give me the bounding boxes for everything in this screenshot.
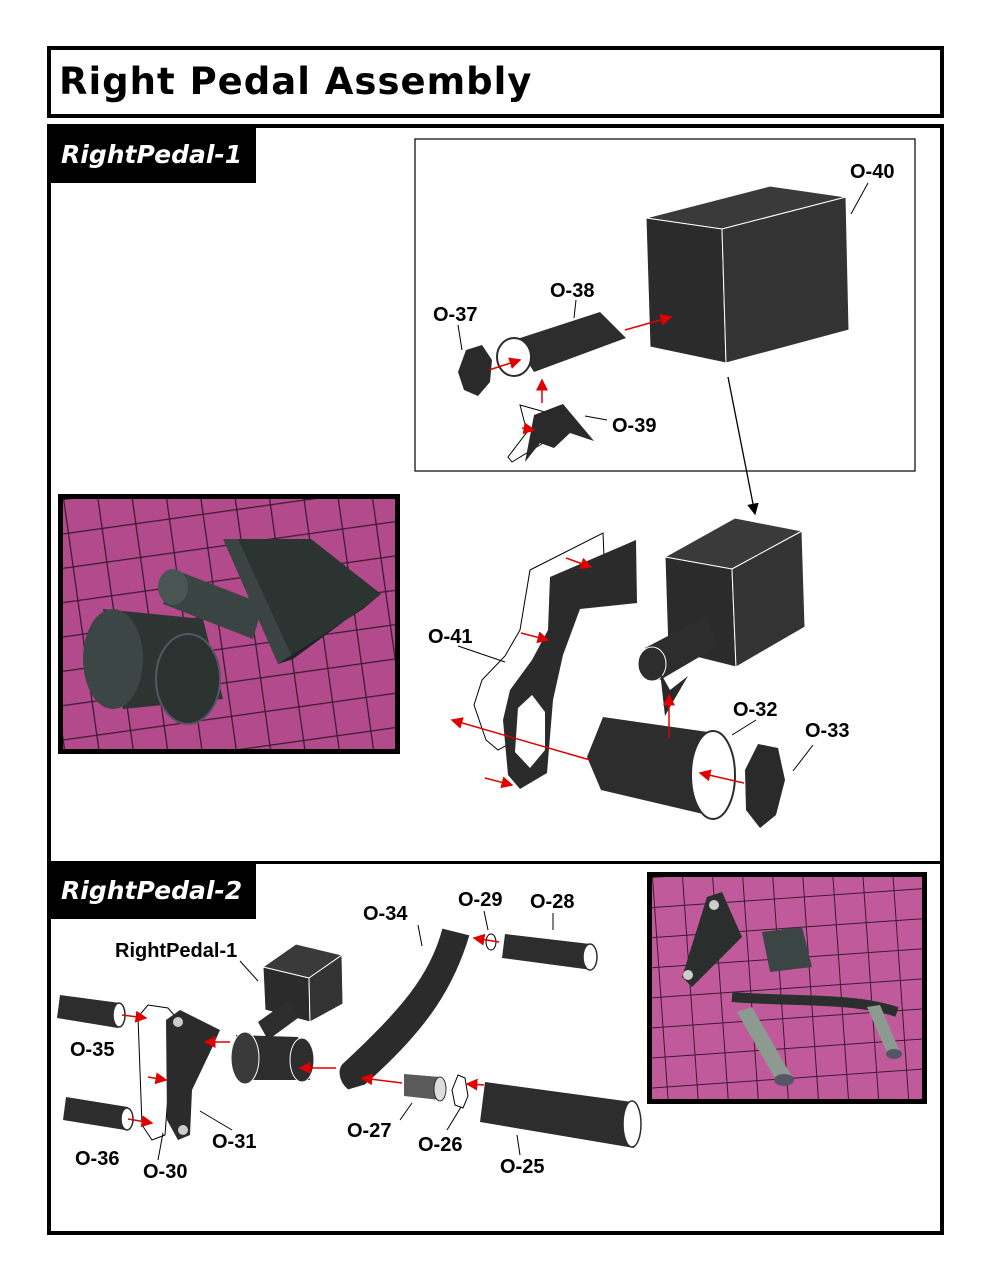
label-o40: O-40 xyxy=(850,161,894,183)
label-o26: O-26 xyxy=(418,1134,462,1156)
part-o31 xyxy=(166,1010,220,1140)
part-o34 xyxy=(338,927,471,1091)
part-o38 xyxy=(496,312,626,377)
part-o35 xyxy=(57,995,126,1028)
label-o27: O-27 xyxy=(347,1120,391,1142)
step-label-1: RightPedal-1 xyxy=(51,128,257,183)
label-o31: O-31 xyxy=(212,1131,256,1153)
part-o37 xyxy=(458,345,492,396)
part-o32 xyxy=(587,717,736,820)
label-o35: O-35 xyxy=(70,1039,114,1061)
subassembly-1 xyxy=(637,517,806,716)
part-o28 xyxy=(502,934,598,971)
part-o26 xyxy=(451,1074,469,1109)
part-o33 xyxy=(745,744,785,828)
label-o29: O-29 xyxy=(458,889,502,911)
page-title: Right Pedal Assembly xyxy=(59,60,533,103)
label-o30: O-30 xyxy=(143,1161,187,1183)
part-o40 xyxy=(645,185,850,364)
label-o36: O-36 xyxy=(75,1148,119,1170)
label-o39: O-39 xyxy=(612,415,656,437)
label-o37: O-37 xyxy=(433,304,477,326)
label-o38: O-38 xyxy=(550,280,594,302)
step-label-2: RightPedal-2 xyxy=(51,864,257,919)
label-o33: O-33 xyxy=(805,720,849,742)
detail-inset-box xyxy=(414,138,916,472)
assembled-photo-2 xyxy=(647,872,927,1104)
part-o39 xyxy=(507,404,594,463)
label-o28: O-28 xyxy=(530,891,574,913)
label-o41: O-41 xyxy=(428,626,472,648)
assembled-photo-1 xyxy=(58,494,400,754)
part-o25 xyxy=(480,1082,642,1148)
part-o27 xyxy=(404,1074,447,1102)
label-rightpedal-1: RightPedal-1 xyxy=(115,940,237,962)
part-o36 xyxy=(63,1097,134,1131)
label-o34: O-34 xyxy=(363,903,408,925)
label-o32: O-32 xyxy=(733,699,777,721)
part-o41 xyxy=(473,532,637,789)
subassembly-rightpedal-1 xyxy=(230,943,344,1085)
title-box: Right Pedal Assembly xyxy=(47,46,944,118)
label-o25: O-25 xyxy=(500,1156,544,1178)
